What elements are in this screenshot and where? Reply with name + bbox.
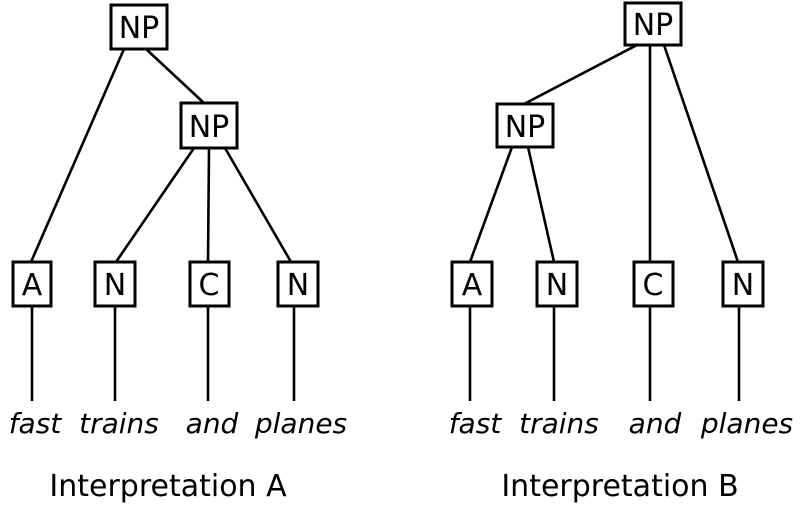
node-box-rootB (623, 1, 683, 47)
word-a-planes: planes (254, 407, 347, 440)
node-label-innerA: NP (189, 110, 230, 145)
edge-rootA-to-A (29, 48, 126, 263)
node-label-a-C: C (199, 268, 220, 303)
tree-interpretation-b: NP NP A N C N fast trains and planes Int… (449, 1, 793, 504)
word-b-trains: trains (519, 407, 599, 440)
word-a-and: and (186, 407, 239, 440)
node-box-a-A (11, 260, 53, 308)
edge-rootB-to-innerB (523, 43, 638, 106)
edge-innerB-to-A (468, 146, 514, 263)
node-label-b-N1: N (546, 268, 568, 303)
node-label-b-A: A (462, 268, 483, 303)
word-b-planes: planes (700, 407, 793, 440)
edge-innerA-to-N1 (114, 147, 196, 263)
node-label-a-N2: N (287, 268, 309, 303)
node-box-rootA (109, 3, 169, 51)
word-a-fast: fast (9, 407, 63, 440)
word-a-trains: trains (79, 407, 159, 440)
node-box-a-N2 (276, 260, 320, 308)
node-box-innerB (495, 102, 555, 149)
node-box-b-N2 (721, 260, 765, 308)
edge-innerA-to-N2 (223, 147, 293, 263)
node-box-b-C (632, 260, 675, 308)
word-b-fast: fast (449, 407, 503, 440)
caption-interpretation-b: Interpretation B (501, 469, 738, 504)
node-label-rootA: NP (119, 11, 160, 46)
edge-innerA-to-C (206, 147, 211, 263)
node-box-innerA (179, 101, 239, 150)
edge-rootA-to-innerA (145, 48, 205, 104)
node-label-innerB: NP (505, 110, 546, 145)
node-label-a-N1: N (104, 268, 126, 303)
node-label-a-A: A (22, 268, 43, 303)
node-box-b-A (450, 260, 494, 308)
node-label-b-C: C (643, 268, 664, 303)
node-box-b-N1 (535, 260, 579, 308)
caption-interpretation-a: Interpretation A (49, 469, 287, 504)
tree-interpretation-a: NP NP A N C N fast trains and planes Int… (9, 3, 347, 504)
edge-innerB-to-N1 (526, 146, 556, 263)
node-box-a-N1 (93, 260, 137, 308)
word-b-and: and (629, 407, 682, 440)
node-box-a-C (188, 260, 231, 308)
edge-rootB-to-N2 (662, 44, 740, 263)
node-label-rootB: NP (633, 8, 674, 43)
node-label-b-N2: N (732, 268, 754, 303)
